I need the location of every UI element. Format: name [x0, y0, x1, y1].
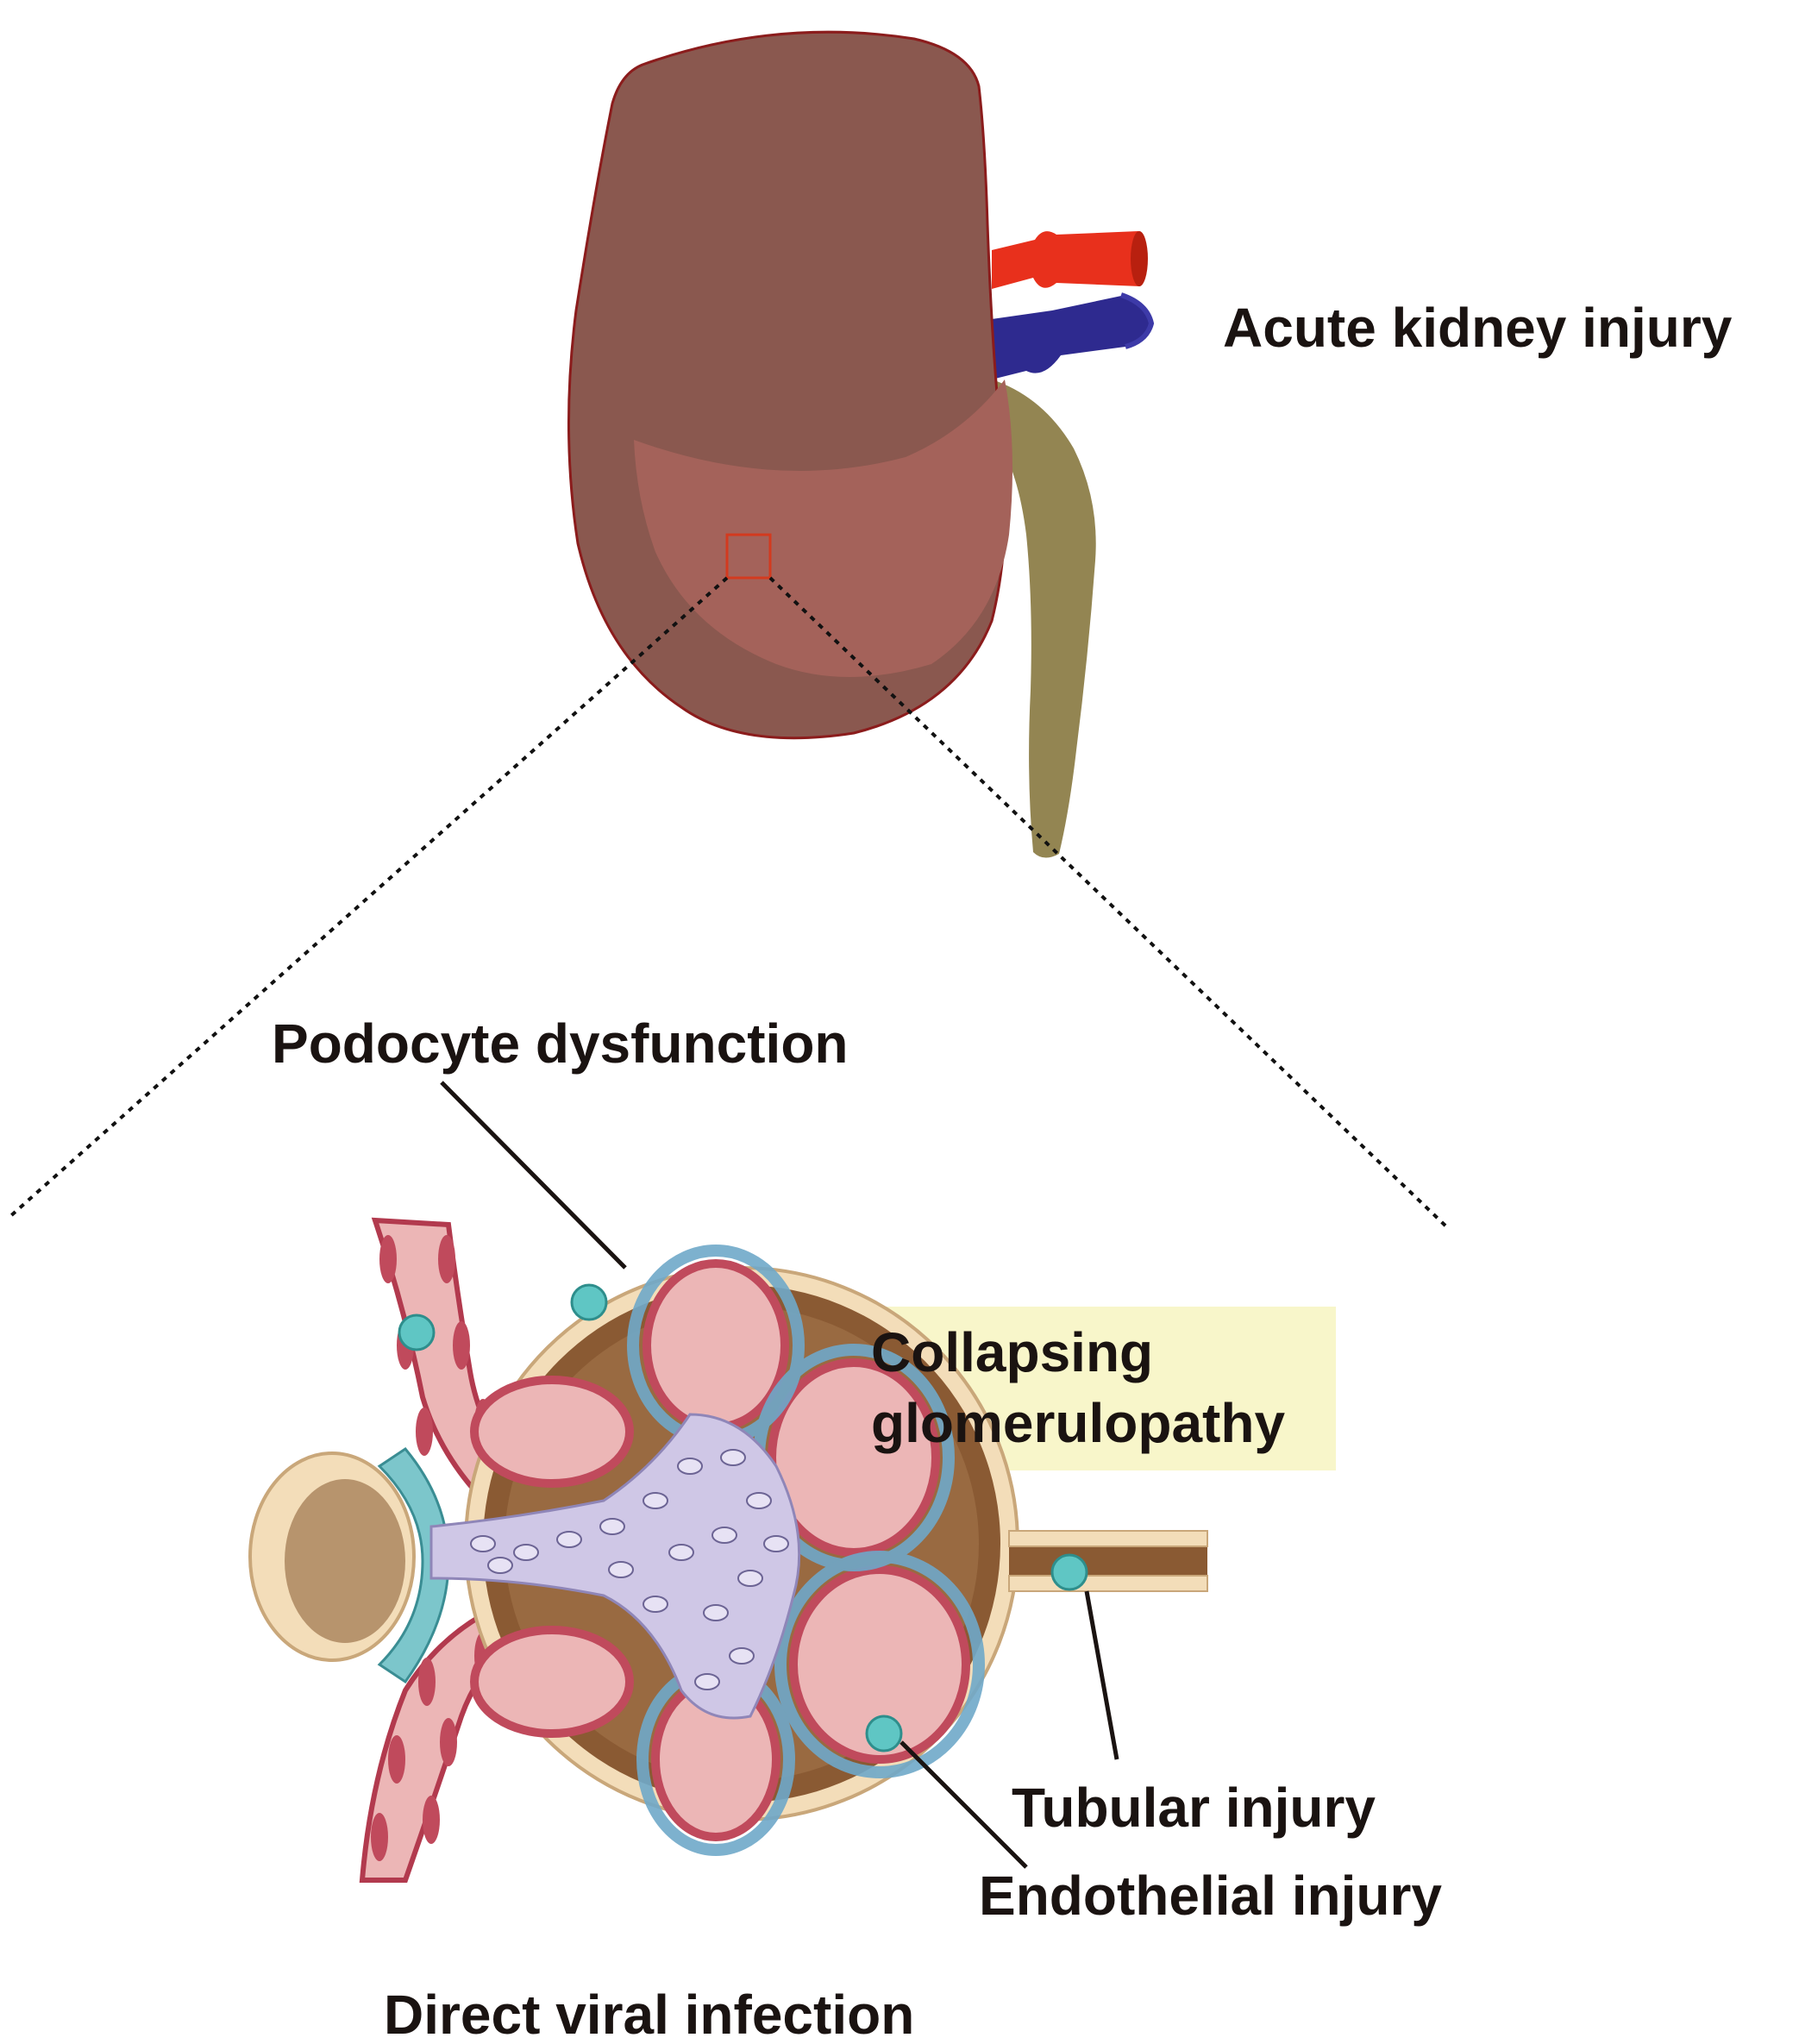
tubular-callout-line	[1084, 1590, 1119, 1760]
renal-vein	[992, 292, 1155, 379]
proximal-tubule	[1008, 1530, 1208, 1592]
zoom-region-box	[725, 533, 772, 580]
virus-particles	[398, 1283, 1088, 1752]
podocyte-dysfunction-label: Podocyte dysfunction	[272, 1013, 849, 1075]
acute-kidney-injury-label: Acute kidney injury	[1223, 297, 1733, 359]
ureter	[992, 379, 1096, 858]
kidney-illustration	[567, 30, 1155, 858]
glomerulus-illustration	[248, 1217, 1208, 1883]
zoom-line-left	[7, 576, 729, 1220]
direct-viral-infection-label: Direct viral infection	[384, 1984, 914, 2044]
collapsing-glomerulopathy-label-line1: Collapsing	[871, 1321, 1153, 1383]
virus-icon	[865, 1715, 903, 1752]
mesangial-cells	[470, 1449, 789, 1690]
podocyte-callout-line	[440, 1081, 627, 1270]
virus-icon	[1050, 1553, 1088, 1591]
endothelial-injury-label: Endothelial injury	[979, 1865, 1442, 1927]
callout-lines	[440, 1081, 1119, 1869]
virus-icon	[398, 1314, 436, 1351]
tubular-injury-label: Tubular injury	[1012, 1777, 1376, 1839]
capillary-loops	[470, 1245, 985, 1856]
renal-artery	[992, 231, 1148, 289]
tubule-cross-section	[248, 1447, 450, 1684]
collapsing-glomerulopathy-label-line2: glomerulopathy	[871, 1392, 1285, 1454]
virus-icon	[570, 1283, 608, 1321]
kidney-medulla	[634, 379, 1012, 677]
endothelial-callout-line	[900, 1740, 1028, 1869]
zoom-lines	[7, 576, 1451, 1231]
